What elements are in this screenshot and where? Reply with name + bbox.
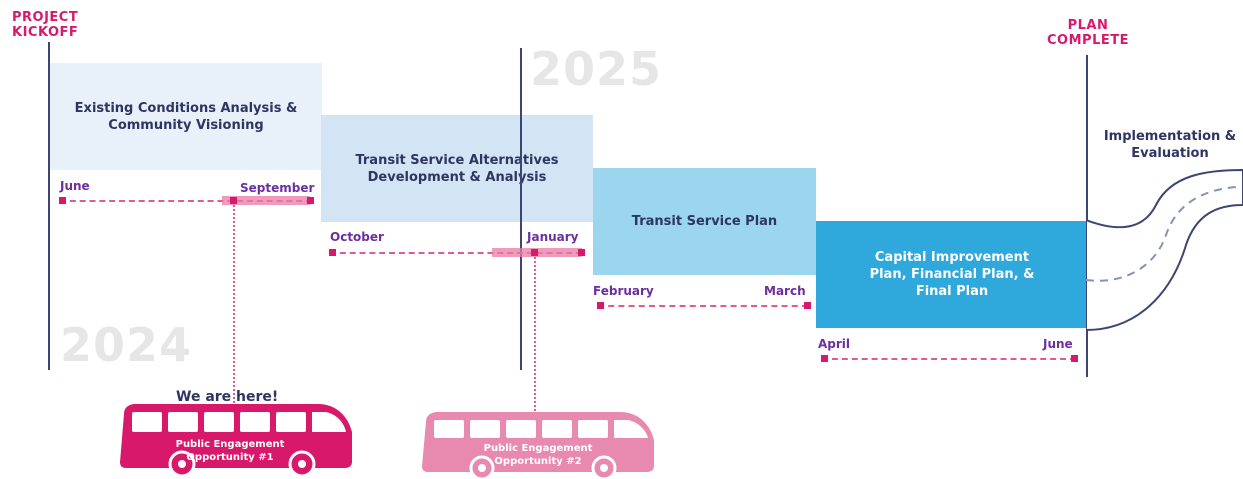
phase-3-end-dot: [804, 302, 811, 309]
phase-4-end-month: June: [1043, 337, 1073, 351]
phase-2-start-dot: [329, 249, 336, 256]
road-curve-icon: [1086, 168, 1243, 332]
phase-4-start-dot: [821, 355, 828, 362]
phase-1-end-dot: [307, 197, 314, 204]
phase-3-start-dot: [597, 302, 604, 309]
phase-1-start-dot: [59, 197, 66, 204]
bus-2-icon: [422, 412, 654, 478]
complete-line1: PLAN: [1067, 18, 1109, 33]
phase-2-track: [330, 252, 582, 254]
phase-1-box: Existing Conditions Analysis & Community…: [50, 63, 322, 170]
phase-4-end-dot: [1071, 355, 1078, 362]
phase-1-start-month: June: [60, 179, 90, 193]
kickoff-line: [48, 42, 50, 370]
phase-3-start-month: February: [593, 284, 654, 298]
year-divider-line: [520, 48, 522, 370]
kickoff-line1: PROJECT: [12, 10, 79, 25]
engagement-1-connector: [233, 205, 235, 403]
engagement-2-label: Public Engagement Opportunity #2: [483, 443, 593, 467]
phase-1-end-month: September: [240, 181, 315, 195]
phase-1-highlight: [222, 196, 310, 205]
phase-3-end-month: March: [764, 284, 806, 298]
project-kickoff-label: PROJECT KICKOFF: [12, 10, 78, 40]
bus-1-icon: [120, 404, 352, 478]
complete-line2: COMPLETE: [1047, 33, 1129, 48]
plan-complete-label: PLAN COMPLETE: [1040, 18, 1136, 48]
year-2025: 2025: [530, 42, 663, 96]
phase-3-box: Transit Service Plan: [593, 168, 816, 275]
implementation-label: Implementation & Evaluation: [1103, 129, 1237, 161]
kickoff-line2: KICKOFF: [12, 25, 79, 40]
phase-1-track: [60, 200, 312, 202]
phase-4-track: [822, 358, 1076, 360]
phase-3-track: [598, 305, 808, 307]
phase-2-end-dot: [578, 249, 585, 256]
we-are-here-label: We are here!: [176, 389, 279, 405]
phase-2-mid-dot: [531, 249, 538, 256]
phase-2-start-month: October: [330, 230, 384, 244]
phase-4-start-month: April: [818, 337, 851, 351]
plan-complete-line: [1086, 55, 1088, 377]
phase-2-end-month: January: [527, 230, 579, 244]
phase-2-box: Transit Service Alternatives Development…: [321, 115, 593, 222]
engagement-2-connector: [534, 257, 536, 415]
phase-4-box: Capital Improvement Plan, Financial Plan…: [816, 221, 1088, 328]
phase-1-mid-dot: [230, 197, 237, 204]
year-2024: 2024: [60, 318, 193, 372]
engagement-1-label: Public Engagement Opportunity #1: [175, 439, 285, 463]
